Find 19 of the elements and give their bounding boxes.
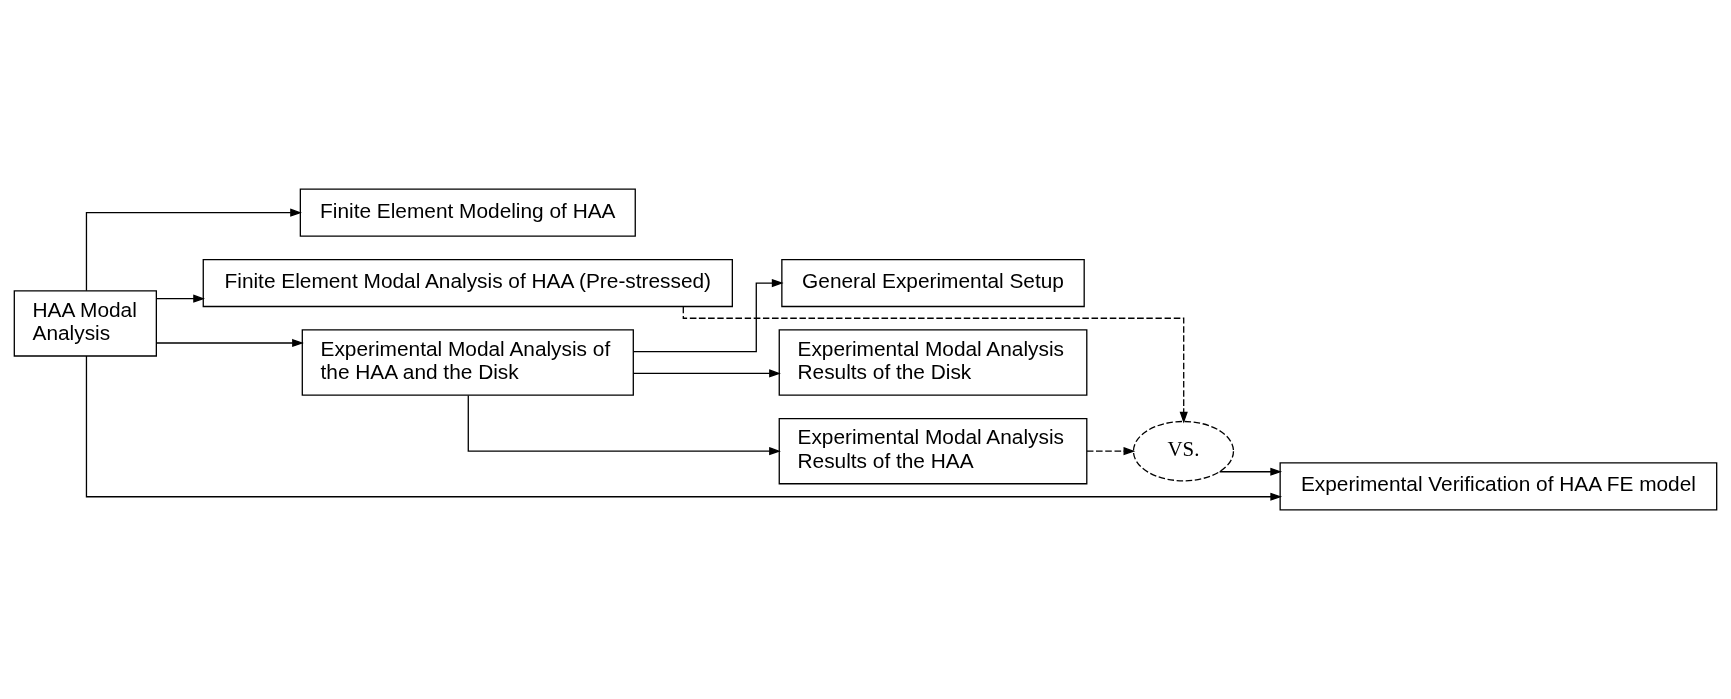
node-box: Finite Element Modeling of HAA (299, 188, 636, 237)
node-box: Experimental Modal Analysis Results of the HAA (778, 417, 1088, 485)
arrow (1218, 467, 1283, 476)
arrow (85, 208, 302, 292)
node-ellipse: VS. (1132, 420, 1235, 482)
arrow (682, 306, 1188, 424)
node-box: Finite Element Modal Analysis of HAA (Pre-stressed) (202, 258, 733, 308)
arrow (155, 294, 205, 303)
node-box: General Experimental Setup (781, 258, 1085, 308)
arrow (85, 355, 1283, 501)
arrow (155, 338, 304, 348)
arrow (467, 394, 781, 456)
arrow (1086, 447, 1136, 456)
node-box: HAA Modal Analysis (13, 290, 157, 357)
node-box: Experimental Modal Analysis of the HAA and the Disk (301, 329, 634, 396)
node-box: Experimental Modal Analysis Results of the Disk (778, 329, 1088, 396)
node-box: Experimental Verification of HAA FE model (1279, 462, 1718, 511)
arrow (632, 278, 784, 353)
arrow (632, 369, 781, 378)
